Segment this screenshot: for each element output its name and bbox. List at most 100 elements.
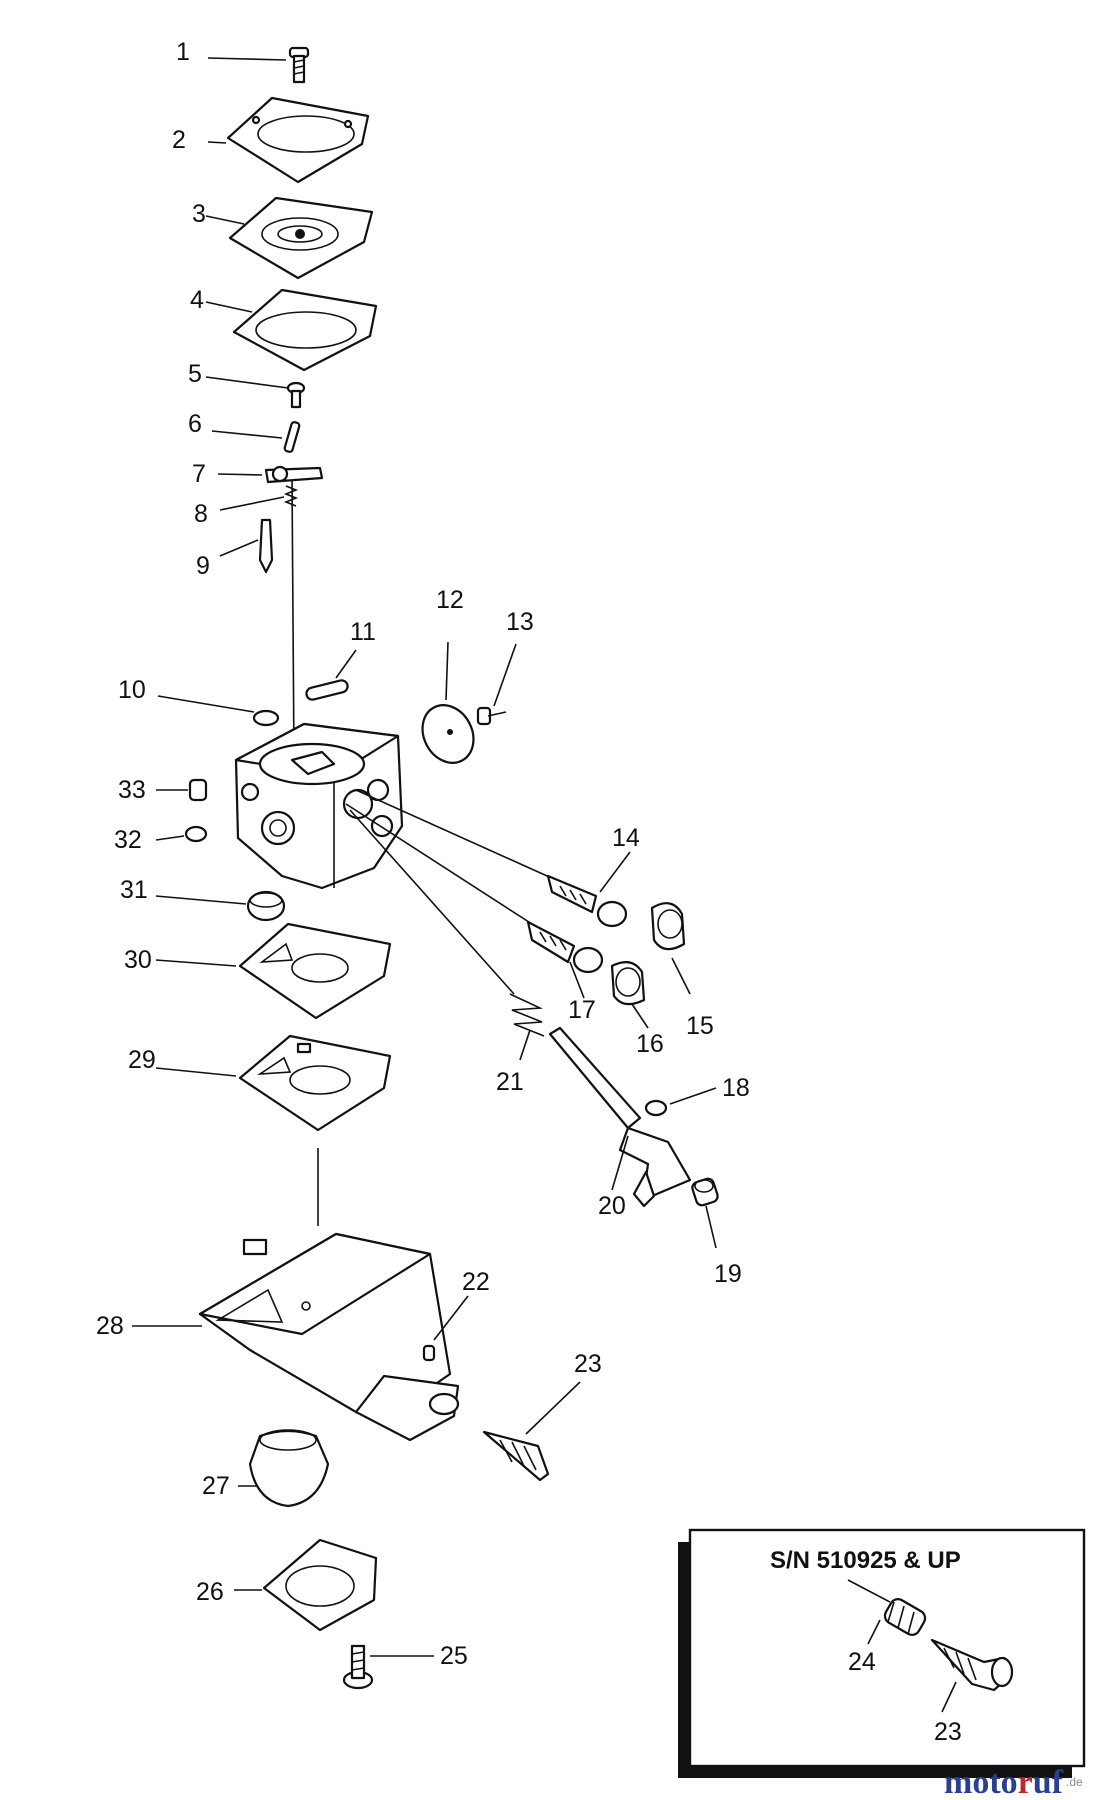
part-33-fitting — [188, 778, 208, 802]
leader-3 — [205, 215, 245, 225]
part-5-screw — [286, 381, 306, 409]
part-23-screw — [482, 1430, 550, 1482]
label-28: 28 — [96, 1312, 124, 1340]
guide-line-14 — [355, 789, 557, 881]
svg-text:.de: .de — [1066, 1775, 1083, 1789]
inset-leader-23 — [941, 1681, 957, 1713]
label-17: 17 — [568, 996, 596, 1024]
leader-22 — [433, 1295, 469, 1341]
part-17-needle — [526, 920, 604, 974]
shaft-line — [291, 479, 295, 761]
part-15-cap — [650, 902, 686, 951]
label-3: 3 — [192, 200, 206, 228]
label-7: 7 — [192, 460, 206, 488]
leader-32 — [155, 835, 185, 841]
label-4: 4 — [190, 286, 204, 314]
label-12: 12 — [436, 586, 464, 614]
label-11: 11 — [350, 618, 376, 646]
leader-10 — [157, 695, 255, 713]
part-7-lever — [264, 465, 324, 484]
part-4-gasket — [232, 288, 378, 372]
guide-line-21 — [349, 809, 515, 995]
label-31: 31 — [120, 876, 148, 904]
label-13: 13 — [506, 608, 534, 636]
label-8: 8 — [194, 500, 208, 528]
part-27-filter-cup — [248, 1429, 330, 1508]
part-1-screw — [288, 46, 310, 84]
leader-12 — [445, 641, 449, 701]
part-11-pin — [305, 679, 349, 701]
label-5: 5 — [188, 360, 202, 388]
part-14-needle — [546, 874, 628, 928]
part-20-lever — [548, 1026, 692, 1208]
inset-leader-24b — [867, 1619, 881, 1645]
part-2-cover — [226, 96, 370, 184]
guide-line-17 — [345, 803, 533, 925]
label-27: 27 — [202, 1472, 230, 1500]
leader-13 — [493, 643, 517, 707]
label-6: 6 — [188, 410, 202, 438]
label-22: 22 — [462, 1268, 490, 1296]
leader-7 — [217, 473, 263, 476]
label-19: 19 — [714, 1260, 742, 1288]
label-20: 20 — [598, 1192, 626, 1220]
part-32-o-ring — [184, 825, 208, 843]
part-16-cap — [610, 961, 646, 1006]
label-9: 9 — [196, 552, 210, 580]
part-10-clip — [252, 709, 280, 727]
leader-11 — [335, 649, 357, 679]
label-15: 15 — [686, 1012, 714, 1040]
motoruf-logo: motoruf .de — [944, 1764, 1083, 1800]
label-16: 16 — [636, 1030, 664, 1058]
label-2: 2 — [172, 126, 186, 154]
leader-1 — [207, 57, 287, 61]
leader-6 — [211, 430, 283, 439]
leader-16 — [631, 1003, 649, 1029]
part-3-diaphragm — [228, 196, 374, 280]
label-33: 33 — [118, 776, 146, 804]
part-18-spring — [644, 1099, 668, 1117]
leader-30 — [155, 959, 237, 967]
part-25-screw — [342, 1644, 374, 1690]
part-22-jet — [422, 1344, 436, 1362]
label-18: 18 — [722, 1074, 750, 1102]
part-9-needle — [258, 518, 274, 574]
leader-17 — [569, 961, 585, 999]
label-25: 25 — [440, 1642, 468, 1670]
part-8-spring — [283, 485, 299, 507]
leader-31 — [155, 895, 247, 905]
inset-part-24-spring — [883, 1598, 927, 1636]
label-23: 23 — [574, 1350, 602, 1378]
label-21: 21 — [496, 1068, 524, 1096]
leader-9 — [219, 539, 259, 557]
inset-leader-24 — [847, 1579, 891, 1603]
inset-part-23-screw — [930, 1638, 1014, 1692]
label-32: 32 — [114, 826, 142, 854]
leader-5 — [205, 376, 289, 389]
part-12-throttle-disc — [421, 704, 475, 764]
part-21-spring — [509, 993, 545, 1037]
leader-2 — [207, 141, 227, 144]
inset-title: S/N 510925 & UP — [770, 1547, 961, 1574]
label-14: 14 — [612, 824, 640, 852]
carburetor-body — [234, 722, 404, 890]
leader-19 — [705, 1205, 717, 1249]
part-30-gasket — [238, 922, 392, 1020]
leader-15 — [671, 957, 691, 995]
svg-text:motoruf: motoruf — [944, 1764, 1064, 1800]
label-1: 1 — [176, 38, 190, 66]
part-28-base — [198, 1232, 460, 1442]
leader-14 — [599, 851, 631, 893]
part-19-nut — [691, 1177, 719, 1207]
leader-20 — [611, 1135, 629, 1191]
label-26: 26 — [196, 1578, 224, 1606]
inset-label-24: 24 — [848, 1648, 876, 1676]
label-30: 30 — [124, 946, 152, 974]
leader-23 — [525, 1381, 581, 1435]
part-6-pin — [283, 421, 301, 453]
leader-8 — [219, 496, 285, 511]
leader-4 — [205, 301, 253, 313]
part-26-plate — [262, 1538, 378, 1632]
part-31-plug — [246, 890, 286, 922]
